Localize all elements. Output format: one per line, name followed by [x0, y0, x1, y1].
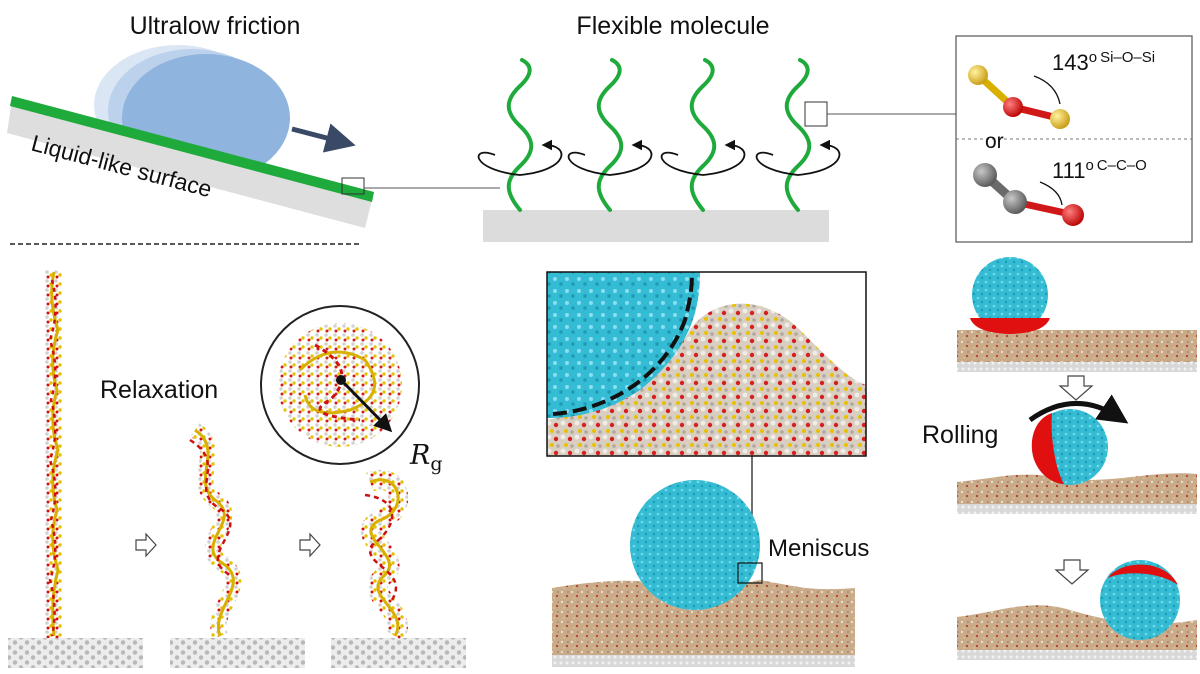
meniscus-simulation [552, 480, 855, 667]
flexible-molecule-title: Flexible molecule [576, 12, 769, 40]
meniscus-zoom-box [737, 562, 763, 584]
bond-zoom-box [804, 101, 828, 127]
rolling-panel: Rolling [922, 257, 1197, 660]
relaxing-chain [189, 423, 242, 639]
rolling-frame-1 [957, 257, 1197, 372]
meniscus-zoom-inset [547, 272, 866, 456]
rotation-arrow-icon-3 [660, 139, 746, 176]
or-label: or [985, 130, 1004, 153]
flexible-chain-1 [506, 58, 534, 212]
graphene-substrate-2 [170, 638, 305, 668]
rotation-arrow-icon-2 [567, 139, 653, 176]
c-c-o-molecule [973, 163, 1084, 226]
meniscus-panel: Meniscus [546, 271, 869, 667]
flexible-chain-4 [784, 58, 812, 212]
rotation-arrow-icon-1 [477, 139, 563, 176]
ultralow-friction-title: Ultralow friction [130, 12, 301, 40]
rg-label: Rg [409, 440, 443, 475]
process-arrow-icon-1 [135, 532, 157, 558]
flexible-molecule-panel: Flexible molecule [477, 12, 956, 242]
graphene-substrate-1 [8, 638, 143, 668]
graphene-substrate-3 [331, 638, 466, 668]
flexible-chain-2 [596, 58, 624, 212]
meniscus-label: Meniscus [768, 535, 869, 562]
molecule-substrate [483, 210, 829, 242]
down-arrow-icon-1 [1058, 375, 1094, 401]
rotation-arrow-icon-4 [755, 139, 841, 176]
si-o-si-molecule [968, 65, 1070, 129]
down-arrow-icon-2 [1054, 559, 1090, 585]
sliding-arrow-icon [291, 123, 356, 153]
contact-line-dashed [552, 272, 694, 416]
process-arrow-icon-2 [299, 532, 321, 558]
rolling-frame-2 [957, 409, 1197, 514]
rolling-frame-3 [957, 560, 1197, 660]
rolling-arrow-icon [1028, 394, 1129, 424]
relaxed-chain [361, 469, 408, 641]
flexible-chain-3 [689, 58, 717, 212]
tilted-substrate [7, 100, 373, 228]
radius-arrow-icon [339, 378, 393, 433]
liquid-like-layer [10, 96, 374, 202]
ultralow-friction-panel: Ultralow friction Liquid-like surface [7, 12, 500, 245]
relaxation-label: Relaxation [100, 376, 218, 404]
rolling-label: Rolling [922, 421, 998, 449]
meniscus-zoom-frame [546, 271, 867, 457]
relaxation-panel: Relaxation Rg [8, 270, 466, 668]
radius-of-gyration-inset [260, 305, 420, 465]
surface-zoom-box [341, 177, 365, 195]
extended-chain [45, 270, 63, 638]
